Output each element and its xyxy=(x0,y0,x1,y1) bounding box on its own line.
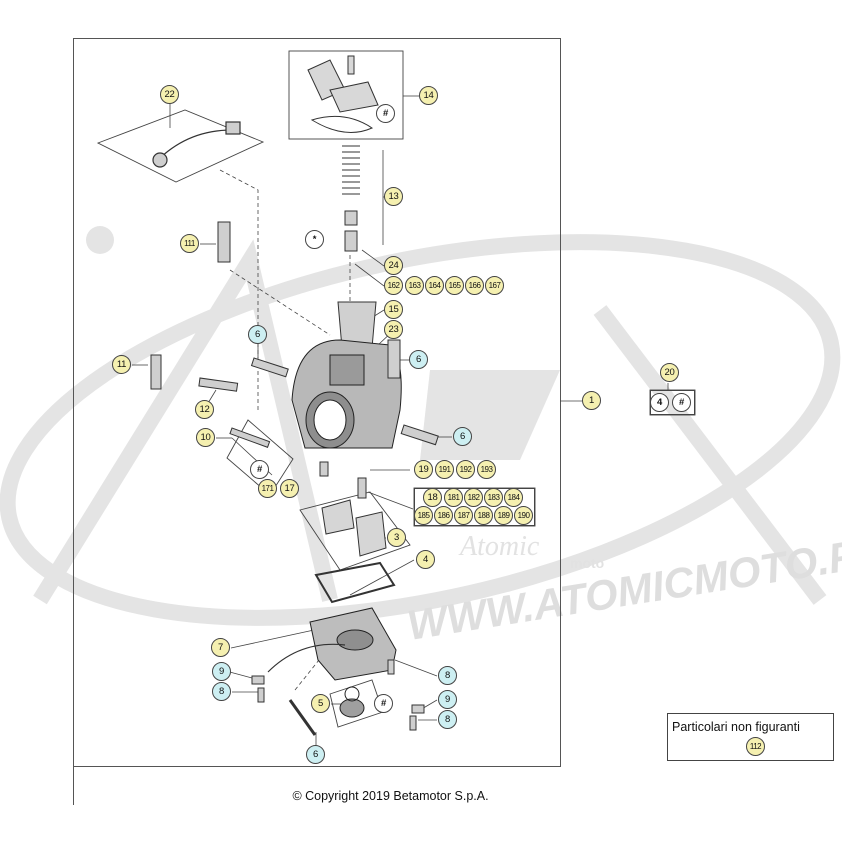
non-pictured-parts-title: Particolari non figuranti xyxy=(672,720,800,734)
frame-tail-line xyxy=(73,767,74,805)
callout-9a: 9 xyxy=(212,662,231,681)
callout-10: 10 xyxy=(196,428,215,447)
callout-6a: 6 xyxy=(248,325,267,344)
watermark-sub: moto xyxy=(570,555,604,571)
callout-14: 14 xyxy=(419,86,438,105)
callout-23: 23 xyxy=(384,320,403,339)
callout-24: 24 xyxy=(384,256,403,275)
callout-190: 190 xyxy=(514,506,533,525)
callout--hash-5: # xyxy=(374,694,393,713)
callout-12: 12 xyxy=(195,400,214,419)
callout-8b: 8 xyxy=(438,666,457,685)
callout-192: 192 xyxy=(456,460,475,479)
callout--star: * xyxy=(305,230,324,249)
callout-6b: 6 xyxy=(409,350,428,369)
watermark-brand: Atomic xyxy=(458,531,540,562)
callout-8a: 8 xyxy=(212,682,231,701)
callout-164: 164 xyxy=(425,276,444,295)
callout-165: 165 xyxy=(445,276,464,295)
callout-9b: 9 xyxy=(438,690,457,709)
callout-183: 183 xyxy=(484,488,503,507)
callout-15: 15 xyxy=(384,300,403,319)
copyright-text: © Copyright 2019 Betamotor S.p.A. xyxy=(292,789,489,803)
callout-193: 193 xyxy=(477,460,496,479)
callout-184: 184 xyxy=(504,488,523,507)
callout-163: 163 xyxy=(405,276,424,295)
callout-6d: 6 xyxy=(306,745,325,764)
callout-167: 167 xyxy=(485,276,504,295)
callout-189: 189 xyxy=(494,506,513,525)
callout-191: 191 xyxy=(435,460,454,479)
callout-17: 17 xyxy=(280,479,299,498)
callout-181: 181 xyxy=(444,488,463,507)
callout-8c: 8 xyxy=(438,710,457,729)
callout--hash-top: # xyxy=(376,104,395,123)
callout-4b: 4 xyxy=(650,393,669,412)
callout-3: 3 xyxy=(387,528,406,547)
callout-22: 22 xyxy=(160,85,179,104)
callout-1: 1 xyxy=(582,391,601,410)
callout-162: 162 xyxy=(384,276,403,295)
callout-13: 13 xyxy=(384,187,403,206)
callout-186: 186 xyxy=(434,506,453,525)
callout-111: 111 xyxy=(180,234,199,253)
non-pictured-parts-box: Particolari non figuranti 112 xyxy=(667,713,834,761)
callout-18: 18 xyxy=(423,488,442,507)
callout-182: 182 xyxy=(464,488,483,507)
callout-7: 7 xyxy=(211,638,230,657)
callout-166: 166 xyxy=(465,276,484,295)
callout-112: 112 xyxy=(746,737,765,756)
callout--hash-20: # xyxy=(672,393,691,412)
callout-20: 20 xyxy=(660,363,679,382)
diagram-frame xyxy=(73,38,561,767)
callout-5: 5 xyxy=(311,694,330,713)
callout-6c: 6 xyxy=(453,427,472,446)
callout-171: 171 xyxy=(258,479,277,498)
callout-185: 185 xyxy=(414,506,433,525)
callout-19: 19 xyxy=(414,460,433,479)
callout-188: 188 xyxy=(474,506,493,525)
callout-11: 11 xyxy=(112,355,131,374)
callout-187: 187 xyxy=(454,506,473,525)
callout--hash-10: # xyxy=(250,460,269,479)
callout-4: 4 xyxy=(416,550,435,569)
